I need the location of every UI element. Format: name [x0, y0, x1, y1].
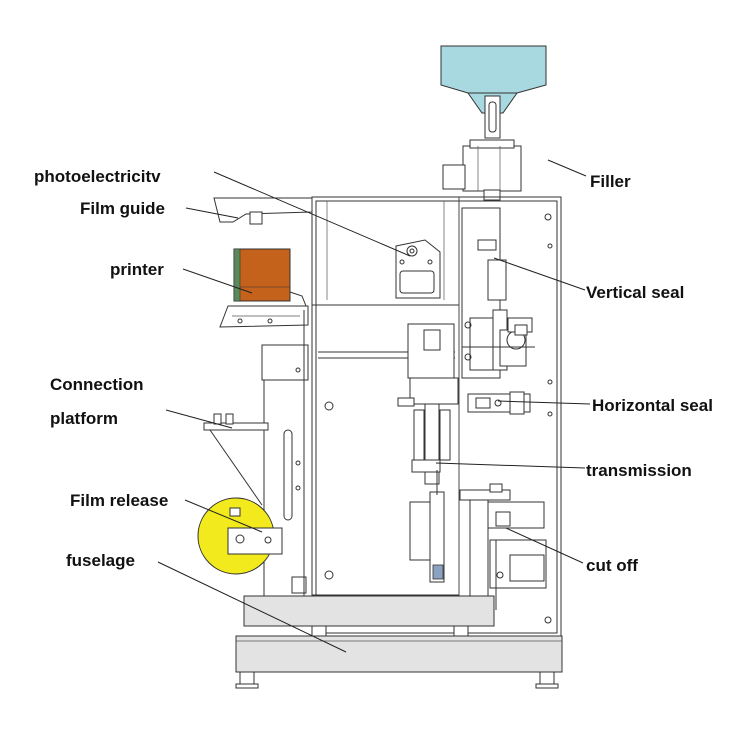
labels: photoelectricitv Film guide printer Conn… [34, 167, 713, 575]
film-release-roll [197, 497, 283, 575]
label-film-release: Film release [70, 491, 168, 510]
connection-platform [203, 413, 269, 506]
label-connection-platform-line2: platform [50, 409, 118, 428]
leader-connection-platform [165, 409, 233, 429]
label-film-guide: Film guide [80, 199, 165, 218]
cut-off-assembly [459, 483, 547, 610]
leader-fuselage [157, 561, 347, 653]
label-vertical-seal: Vertical seal [586, 283, 684, 302]
lower-base-plate [235, 635, 563, 673]
leader-filler [547, 159, 587, 177]
main-frame [311, 196, 562, 638]
label-printer: printer [110, 260, 164, 279]
filler-unit [462, 145, 522, 192]
label-transmission: transmission [586, 461, 692, 480]
leader-printer [182, 268, 253, 294]
label-photoelectricity: photoelectricitv [34, 167, 161, 186]
leader-lines [157, 159, 591, 653]
leader-photoelectricity [213, 171, 411, 257]
filler-hopper [440, 45, 547, 201]
vertical-seal-assembly [461, 207, 535, 379]
hopper-body [440, 45, 547, 94]
label-filler: Filler [590, 172, 631, 191]
leader-cut-off [505, 527, 584, 564]
leader-transmission [435, 462, 586, 469]
photoelectric-sensor [395, 239, 441, 299]
film-guide-arm [213, 197, 313, 225]
fuselage-base [235, 595, 563, 689]
horizontal-seal-assembly [467, 391, 531, 415]
label-connection-platform-line1: Connection [50, 375, 144, 394]
leader-vertical-seal [493, 257, 586, 291]
transmission-assembly [397, 323, 459, 583]
film-column [261, 310, 309, 613]
label-fuselage: fuselage [66, 551, 135, 570]
leader-horizontal-seal [497, 400, 591, 405]
upper-base-plate [243, 595, 495, 627]
printer-unit [219, 248, 309, 328]
printer-body [233, 248, 291, 302]
label-cut-off: cut off [586, 556, 638, 575]
leader-film-release [184, 499, 263, 533]
label-horizontal-seal: Horizontal seal [592, 396, 713, 415]
leader-film-guide [185, 207, 239, 219]
